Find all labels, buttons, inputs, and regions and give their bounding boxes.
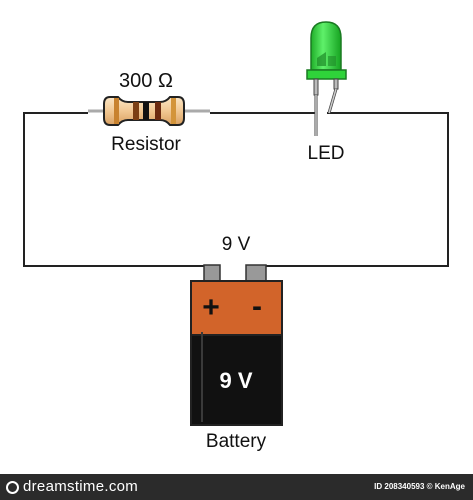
logo-circle-icon — [6, 481, 19, 494]
battery-plus-terminal: + — [202, 291, 220, 324]
footer-bar: dreamstime.com ID 208340593 © KenAge — [0, 474, 473, 500]
battery-minus-terminal: - — [252, 290, 262, 323]
battery-label: Battery — [206, 431, 267, 452]
resistor — [88, 96, 210, 126]
led-label: LED — [308, 143, 345, 164]
image-id-text: ID 208340593 © KenAge — [374, 482, 465, 491]
resistor-value-label: 300 Ω — [119, 70, 173, 92]
site-logo: dreamstime.com — [6, 478, 138, 495]
site-name: dreamstime.com — [23, 478, 139, 495]
battery — [190, 264, 283, 426]
resistor-label: Resistor — [111, 134, 181, 155]
circuit-voltage-label: 9 V — [222, 234, 251, 255]
battery-voltage: 9 V — [219, 368, 252, 393]
led — [306, 21, 347, 136]
circuit-wire — [23, 112, 449, 267]
